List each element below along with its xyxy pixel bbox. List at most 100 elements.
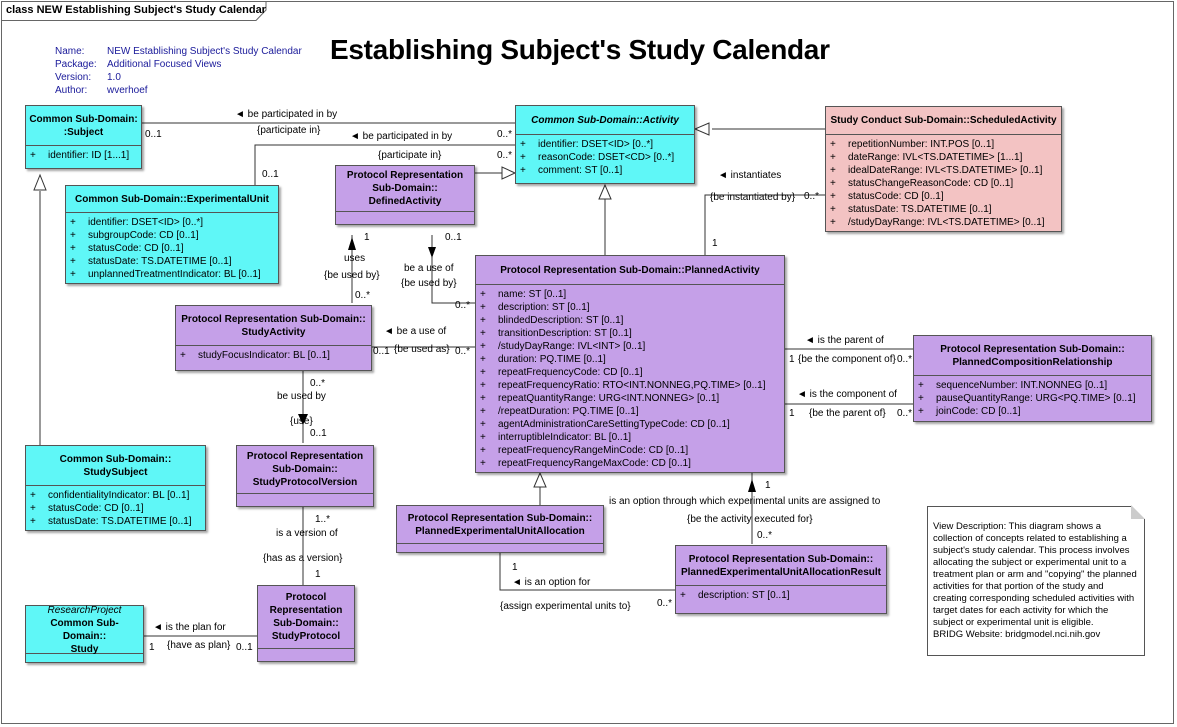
attribute: +unplannedTreatmentIndicator: BL [0..1] <box>70 269 261 280</box>
class-experimental-unit[interactable]: Common Sub-Domain::ExperimentalUnit +ide… <box>65 185 279 284</box>
diagram-title: Establishing Subject's Study Calendar <box>330 34 830 65</box>
class-stereotype: ResearchProject <box>47 604 122 616</box>
attribute: +statusDate: TS.DATETIME [0..1] <box>70 256 232 267</box>
attribute: +duration: PQ.TIME [0..1] <box>480 354 606 365</box>
frame-title: class NEW Establishing Subject's Study C… <box>6 4 266 16</box>
association-label: {have as plan} <box>167 640 231 651</box>
class-name: Protocol Representation Sub-Domain:: <box>940 343 1125 355</box>
multiplicity-label: 1 <box>789 408 795 419</box>
multiplicity-label: 0..1 <box>145 129 162 140</box>
multiplicity-label: 0..* <box>455 346 471 357</box>
class-name: Protocol Representation Sub-Domain::Plan… <box>500 264 760 276</box>
class-scheduled-activity[interactable]: Study Conduct Sub-Domain::ScheduledActiv… <box>825 106 1062 232</box>
class-study-activity[interactable]: Protocol Representation Sub-Domain::Stud… <box>175 305 372 371</box>
attribute: +statusCode: CD [0..1] <box>830 191 944 202</box>
class-name: Common Sub-Domain::ExperimentalUnit <box>75 193 269 205</box>
class-name: Sub-Domain:: <box>372 183 438 194</box>
class-planned-experimental-unit-allocation-result[interactable]: Protocol Representation Sub-Domain::Plan… <box>675 545 887 614</box>
multiplicity-label: 0..1 <box>262 169 279 180</box>
attribute: +/studyDayRange: IVL<TS.DATETIME> [0..1] <box>830 217 1045 228</box>
attribute: +repeatFrequencyRangeMinCode: CD [0..1] <box>480 445 689 456</box>
association-label: {participate in} <box>257 125 321 136</box>
association-label: {be the component of} <box>798 354 896 365</box>
multiplicity-label: 1 <box>712 238 718 249</box>
multiplicity-label: 1 <box>512 562 518 573</box>
frame-title-tab <box>1 1 267 21</box>
class-name: Study Conduct Sub-Domain::ScheduledActiv… <box>830 115 1057 126</box>
class-name: Common Sub-Domain:: <box>50 617 119 642</box>
association-label: {assign experimental units to} <box>500 601 631 612</box>
class-name: Study <box>70 643 99 655</box>
class-name: Common Sub-Domain::Activity <box>531 114 679 126</box>
attribute: +statusChangeReasonCode: CD [0..1] <box>830 178 1014 189</box>
class-name: StudySubject <box>83 466 148 478</box>
class-name: PlannedExperimentalUnitAllocationResult <box>680 566 882 578</box>
association-label: {be the activity executed for} <box>687 514 813 525</box>
class-planned-experimental-unit-allocation[interactable]: Protocol Representation Sub-Domain::Plan… <box>396 505 604 553</box>
attribute: +studyFocusIndicator: BL [0..1] <box>180 350 330 361</box>
attribute: +transitionDescription: ST [0..1] <box>480 328 632 339</box>
class-name: Sub-Domain:: <box>272 464 338 475</box>
multiplicity-label: 1 <box>765 480 771 491</box>
attribute: +agentAdministrationCareSettingTypeCode:… <box>480 419 730 430</box>
association-label: ◄ be a use of <box>384 326 447 337</box>
multiplicity-label: 0..* <box>897 408 913 419</box>
association-label: uses <box>344 253 366 264</box>
multiplicity-label: 0..1 <box>310 428 327 439</box>
association-label: be a use of <box>404 263 454 274</box>
meta-key: Author: <box>55 85 88 96</box>
multiplicity-label: 0..* <box>455 300 471 311</box>
class-activity[interactable]: Common Sub-Domain::Activity +identifier:… <box>515 105 695 184</box>
attribute: +repetitionNumber: INT.POS [0..1] <box>830 139 995 150</box>
class-name: Protocol <box>285 592 327 603</box>
class-name: StudyActivity <box>241 326 306 338</box>
multiplicity-label: 0..* <box>657 598 673 609</box>
meta-value: NEW Establishing Subject's Study Calenda… <box>107 46 302 57</box>
attribute: +repeatQuantityRange: URG<INT.NONNEG> [0… <box>480 393 720 404</box>
attribute: +statusCode: CD [0..1] <box>30 503 144 514</box>
class-name: :Subject <box>63 126 104 138</box>
attribute: +description: ST [0..1] <box>480 302 590 313</box>
class-name: Protocol Representation Sub-Domain:: <box>181 313 366 325</box>
attribute: +subgroupCode: CD [0..1] <box>70 230 199 241</box>
attribute: +blindedDescription: ST [0..1] <box>480 315 624 326</box>
note-website: BRIDG Website: bridgmodel.nci.nih.gov <box>933 629 1101 640</box>
class-planned-composition-relationship[interactable]: Protocol Representation Sub-Domain::Plan… <box>913 335 1152 422</box>
attribute: +repeatFrequencyRatio: RTO<INT.NONNEG,PQ… <box>480 380 766 391</box>
attribute: +reasonCode: DSET<CD> [0..*] <box>520 152 675 163</box>
association-label: ◄ is an option for <box>512 577 591 588</box>
class-name: DefinedActivity <box>368 196 442 207</box>
multiplicity-label: 1..* <box>315 514 331 525</box>
class-planned-activity[interactable]: Protocol Representation Sub-Domain::Plan… <box>475 255 785 473</box>
meta-value: 1.0 <box>107 72 121 83</box>
attribute: +statusCode: CD [0..1] <box>70 243 184 254</box>
multiplicity-label: 0..* <box>497 150 513 161</box>
class-name: Protocol Representation <box>246 451 364 462</box>
attribute: +repeatFrequencyRangeMaxCode: CD [0..1] <box>480 458 691 469</box>
class-name: Sub-Domain:: <box>273 618 339 629</box>
diagram-metadata: Name:NEW Establishing Subject's Study Ca… <box>55 45 302 97</box>
multiplicity-label: 0..1 <box>236 642 253 653</box>
meta-value: Additional Focused Views <box>107 59 222 70</box>
association-label: is a version of <box>276 528 338 539</box>
multiplicity-label: 0..* <box>897 354 913 365</box>
attribute: +idealDateRange: IVL<TS.DATETIME> [0..1] <box>830 165 1043 176</box>
class-name: StudyProtocol <box>271 631 341 642</box>
association-label: {be the parent of} <box>809 408 886 419</box>
class-study-subject[interactable]: Common Sub-Domain::StudySubject +confide… <box>25 445 206 531</box>
association-label: {be used by} <box>324 270 380 281</box>
class-name: Protocol Representation Sub-Domain:: <box>688 553 874 565</box>
class-subject[interactable]: Common Sub-Domain::Subject +identifier: … <box>25 105 142 169</box>
attribute: +description: ST [0..1] <box>680 590 790 601</box>
association-label: is an option through which experimental … <box>609 496 881 507</box>
attribute: +comment: ST [0..1] <box>520 165 623 176</box>
attribute: +dateRange: IVL<TS.DATETIME> [1...1] <box>830 152 1023 163</box>
attribute: +identifier: DSET<ID> [0..*] <box>70 217 204 228</box>
association-label: {be used by} <box>401 278 457 289</box>
